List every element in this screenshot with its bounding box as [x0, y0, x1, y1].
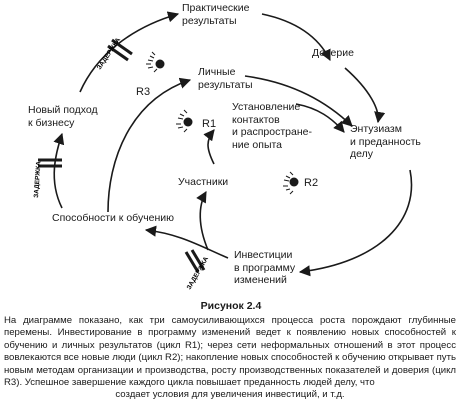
- arrow-participants-to-contacts: [203, 129, 215, 165]
- delay-label: ЗАДЕРЖКА: [33, 161, 43, 198]
- reinforcing-loops-diagram: ЗАДЕРЖКА ЗАДЕРЖКА ЗАДЕРЖКА: [33, 11, 413, 291]
- loop-label-r3: R3: [136, 86, 151, 98]
- arrow-enthusiasm-to-investments: [298, 169, 413, 277]
- node-trust: Доверие: [312, 47, 354, 59]
- loop-label-r2: R2: [304, 177, 319, 189]
- figure-title: Рисунок 2.4: [200, 300, 262, 312]
- arrow-contacts-to-enthusiasm: [295, 103, 345, 133]
- node-new-approach: Новый подход к бизнесу: [28, 104, 98, 129]
- loop-label-r1: R1: [202, 118, 217, 130]
- snowball-icon-r3: [146, 51, 165, 73]
- node-enthusiasm: Энтузиазм и преданность делу: [350, 123, 421, 160]
- figure-caption: На диаграмме показано, как три самоусили…: [4, 315, 456, 402]
- node-investments: Инвестиции в программу изменений: [234, 249, 296, 286]
- node-participants: Участники: [178, 176, 229, 188]
- arrow-learning-to-personal: [107, 77, 192, 213]
- caption-text: На диаграмме показано, как три самоусили…: [4, 315, 456, 389]
- arrow-investments-to-learning: [144, 225, 229, 259]
- arrow-personal-to-enthusiasm: [244, 75, 353, 127]
- node-practical-results: Практические результаты: [182, 2, 250, 27]
- snowball-icon-r1: [176, 109, 193, 133]
- delay-marker-left: ЗАДЕРЖКА: [33, 158, 62, 198]
- arrow-practical-to-trust: [261, 13, 331, 62]
- arrow-learning-to-new-approach: [53, 132, 65, 209]
- delay-marker-top: ЗАДЕРЖКА: [96, 36, 133, 71]
- snowball-icon-r2: [283, 171, 299, 195]
- node-learning-capabilities: Способности к обучению: [52, 212, 175, 224]
- delay-marker-bottom: ЗАДЕРЖКА: [184, 249, 210, 291]
- node-contacts: Установление контактов и распростране- н…: [232, 101, 312, 151]
- node-personal-results: Личные результаты: [198, 66, 253, 91]
- arrow-investments-to-participants: [196, 191, 209, 251]
- caption-last-line: создает условия для увеличения инвестици…: [115, 389, 345, 401]
- arrow-trust-to-enthusiasm: [344, 67, 386, 124]
